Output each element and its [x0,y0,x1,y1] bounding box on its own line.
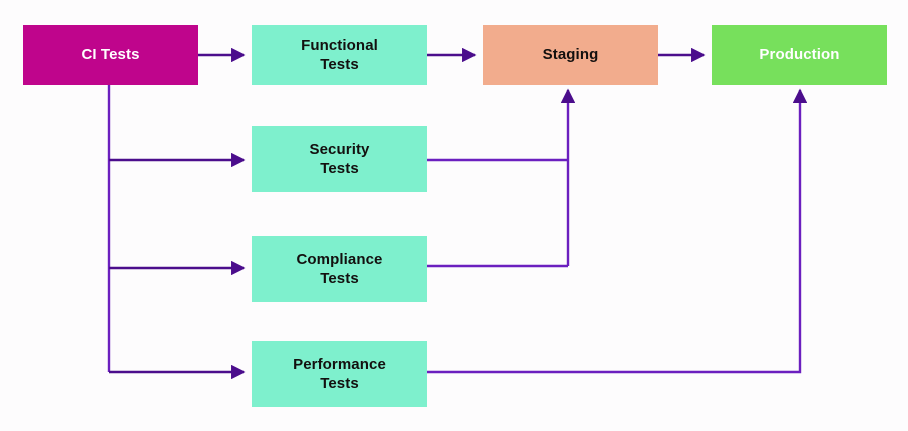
node-functional-tests-label: Functional Tests [301,36,378,73]
node-performance-tests-label: Performance Tests [293,355,386,392]
node-staging[interactable]: Staging [483,25,658,85]
node-security-tests-label: Security Tests [309,140,370,177]
node-ci-tests-label: CI Tests [81,46,140,64]
node-production-label: Production [759,46,840,64]
node-security-tests[interactable]: Security Tests [252,126,427,192]
node-production[interactable]: Production [712,25,887,85]
node-compliance-tests[interactable]: Compliance Tests [252,236,427,302]
node-ci-tests[interactable]: CI Tests [23,25,198,85]
edge-performance-to-production [427,88,808,374]
node-functional-tests[interactable]: Functional Tests [252,25,427,85]
node-performance-tests[interactable]: Performance Tests [252,341,427,407]
node-compliance-tests-label: Compliance Tests [296,250,383,287]
node-staging-label: Staging [542,46,599,64]
